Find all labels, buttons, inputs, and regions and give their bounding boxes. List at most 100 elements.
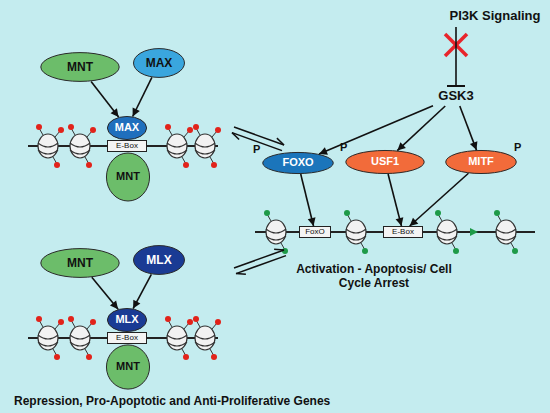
ebox-site: E-Box — [383, 226, 423, 238]
protein-ellipse: MLX — [133, 245, 185, 275]
nucleosome — [435, 210, 459, 254]
ellipse-shape — [134, 49, 185, 78]
ellipse-shape — [107, 116, 146, 139]
nucleosome — [494, 210, 518, 254]
node-text: MLX — [146, 254, 171, 267]
outcome-label: Activation - Apoptosis/ Cell Cycle Arres… — [288, 262, 460, 290]
node-text: MNT — [116, 171, 140, 183]
nucleosome — [193, 316, 221, 360]
connector-line — [91, 81, 119, 117]
node-text: MLX — [115, 314, 138, 326]
transcription-factor: MITF — [445, 150, 517, 174]
arrow-head — [397, 142, 406, 150]
ellipse-shape — [263, 152, 334, 173]
equilibrium-arrow-head — [236, 273, 246, 275]
equilibrium-arrow-head — [232, 133, 239, 140]
connector-line — [460, 106, 477, 150]
foxo-site: FoxO — [299, 226, 331, 238]
node-text: MNT — [67, 257, 93, 270]
nucleosome — [68, 316, 96, 360]
ellipse-shape — [134, 246, 185, 275]
arrow-head — [308, 217, 316, 226]
equilibrium-arrow — [236, 256, 286, 274]
connector-arrow — [91, 81, 119, 117]
connector-arrow — [92, 277, 118, 309]
ellipse-shape — [41, 249, 119, 278]
connector-arrow — [133, 274, 151, 308]
ebox-site: E-Box — [107, 332, 147, 344]
connector-arrow — [460, 106, 478, 150]
connector-line — [388, 174, 401, 226]
connector-arrow — [133, 77, 152, 116]
transcription-factor: FOXO — [262, 152, 334, 174]
node-text: GSK3 — [438, 89, 473, 103]
arrow-head — [470, 141, 477, 150]
nucleosome — [36, 316, 64, 360]
node-text: E-Box — [116, 142, 138, 150]
node-text: PI3K Signaling — [449, 9, 540, 23]
arrow-head — [133, 300, 140, 309]
nucleosome — [165, 316, 193, 360]
connector-arrow — [410, 173, 469, 226]
nucleosome — [344, 210, 368, 254]
outcome-label: Repression, Pro-Apoptotic and Anti-Proli… — [14, 394, 434, 408]
ellipse-shape — [346, 150, 424, 173]
connector-line — [397, 106, 445, 151]
node-text: E-Box — [116, 334, 138, 342]
equilibrium-arrow-head — [277, 138, 284, 145]
node-text: MAX — [115, 122, 139, 134]
protein-ellipse: MNT — [40, 52, 120, 82]
arrow-head — [410, 218, 419, 226]
nucleosome — [264, 210, 288, 254]
connector-arrow — [301, 174, 316, 226]
arrow-head — [110, 301, 118, 310]
equilibrium-arrow-head — [274, 249, 284, 251]
arrow-head — [111, 108, 119, 117]
ellipse-shape — [41, 53, 119, 82]
nucleosome — [36, 124, 64, 168]
connector-line — [301, 174, 314, 226]
node-text: FoxO — [305, 228, 325, 236]
arrow-head — [319, 147, 328, 154]
node-text: MNT — [116, 361, 140, 373]
connector-line — [319, 106, 433, 154]
active-mark — [470, 228, 478, 236]
phospho-mark: P — [514, 141, 526, 153]
connector-arrow — [319, 106, 433, 155]
ellipse-shape — [107, 308, 146, 331]
protein-ellipse: MNT — [40, 248, 120, 278]
nucleosome — [68, 124, 96, 168]
inhibition-cross — [445, 34, 467, 56]
node-text: MAX — [146, 57, 173, 70]
bound-protein: MLX — [107, 308, 147, 332]
phospho-mark: P — [340, 141, 352, 153]
phospho-mark: P — [253, 143, 265, 155]
ellipse-shape — [106, 345, 149, 389]
connector-arrow — [447, 27, 465, 86]
nucleosome — [193, 124, 221, 168]
ebox-site: E-Box — [107, 140, 147, 152]
node-text: USF1 — [371, 156, 399, 168]
arrow-head — [396, 217, 404, 226]
connector-arrow — [388, 174, 403, 226]
node-text: E-Box — [392, 228, 414, 236]
connector-line — [455, 27, 457, 86]
bound-protein: MAX — [107, 116, 147, 140]
ellipse-shape — [106, 153, 149, 201]
connector-line — [133, 274, 151, 308]
connector-line — [92, 277, 118, 309]
connector-arrow — [397, 106, 445, 151]
node-text: FOXO — [282, 157, 313, 169]
node-text: MNT — [67, 61, 93, 74]
bound-protein: MNT — [106, 344, 150, 390]
connector-line — [133, 77, 152, 116]
inhibition-bar — [447, 85, 465, 87]
inhibition-cross — [445, 34, 467, 56]
nucleosome — [165, 124, 193, 168]
kinase-node: GSK3 — [433, 86, 479, 106]
ellipse-shape — [446, 150, 517, 173]
bound-protein: MNT — [106, 152, 150, 202]
node-text: MITF — [468, 156, 494, 168]
arrow-head — [133, 108, 140, 117]
